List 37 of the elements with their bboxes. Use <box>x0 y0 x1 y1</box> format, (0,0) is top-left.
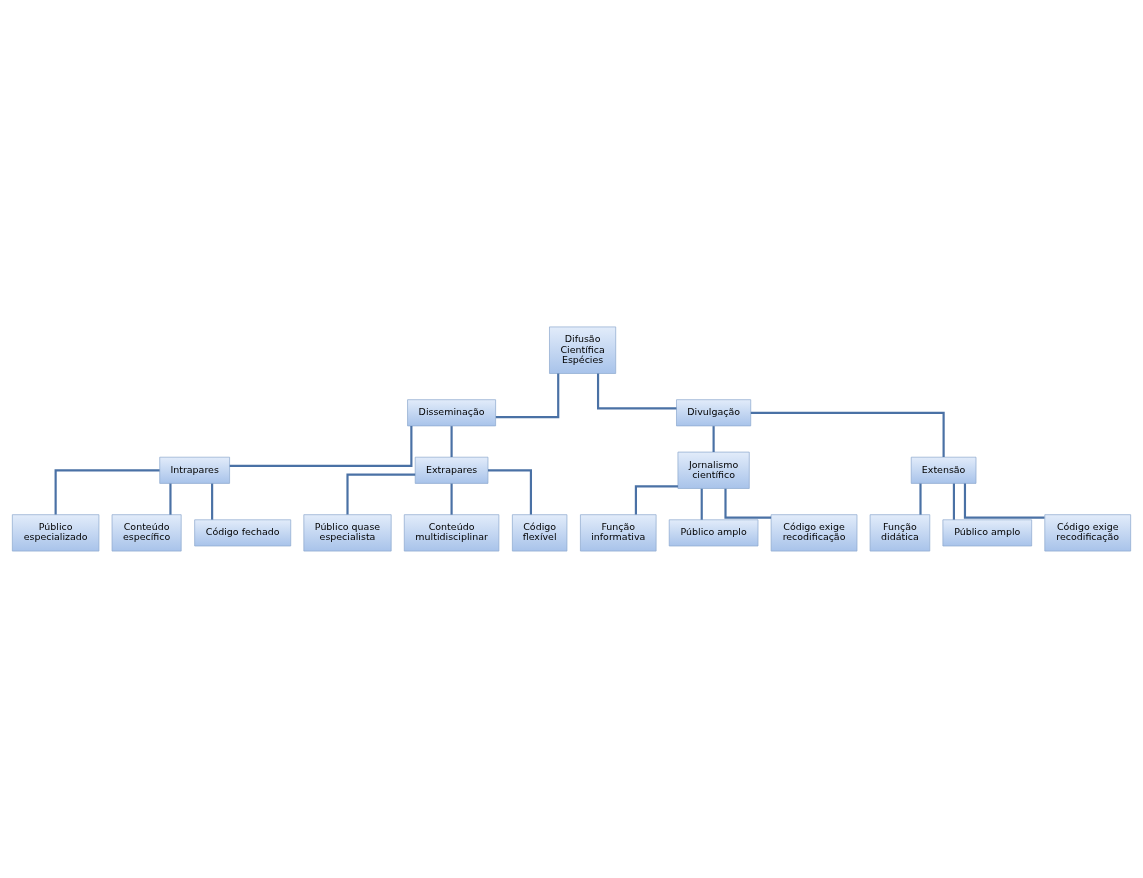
connector <box>169 483 172 515</box>
node-box: Divulgação <box>676 399 752 427</box>
connector <box>712 426 715 453</box>
connector <box>229 425 413 467</box>
node-box: Disseminação <box>407 399 496 427</box>
connector <box>54 469 160 515</box>
connector <box>700 488 703 520</box>
node-box: Público especializado <box>11 514 100 552</box>
node-box: Conteúdo específico <box>111 514 182 552</box>
connector <box>488 469 532 515</box>
connector <box>634 485 678 515</box>
node-box: Código flexível <box>512 514 568 552</box>
connector <box>450 483 453 515</box>
connector <box>597 373 677 410</box>
node-box: Código fechado <box>194 519 292 547</box>
node-box: Extrapares <box>414 456 489 484</box>
connector <box>450 426 453 458</box>
node-box: Código exige recodificação <box>770 514 858 552</box>
node-box: Extensão <box>910 456 977 484</box>
connector <box>952 483 955 520</box>
node-box: Código exige recodificação <box>1044 514 1132 552</box>
connector <box>724 488 772 519</box>
node-box: Público amplo <box>942 519 1033 547</box>
connector <box>495 373 560 419</box>
node-box: Público quase especialista <box>303 514 392 552</box>
connector <box>346 473 416 515</box>
node-box: Função informativa <box>580 514 657 552</box>
node-box: Difusão Científica Espécies <box>549 326 617 374</box>
node-box: Função didática <box>869 514 931 552</box>
connector <box>211 483 214 520</box>
node-box: Intrapares <box>159 456 230 484</box>
connector <box>750 411 945 457</box>
node-box: Conteúdo multidisciplinar <box>403 514 500 552</box>
node-box: Público amplo <box>668 519 759 547</box>
connector <box>919 483 922 515</box>
node-box: Jornalismo científico <box>677 451 750 489</box>
connector <box>963 483 1045 519</box>
